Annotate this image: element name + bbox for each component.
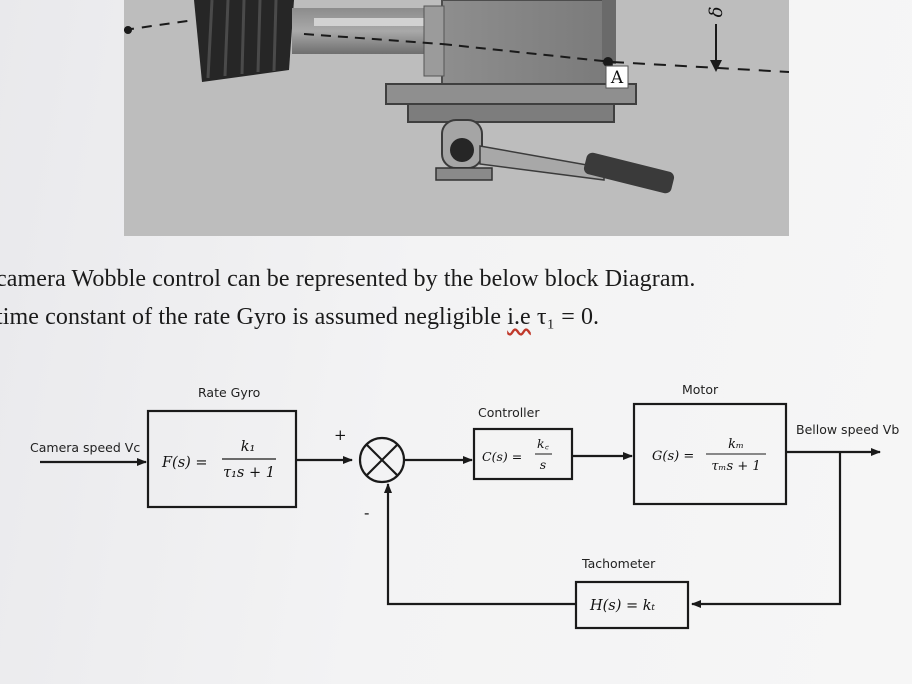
camera-mechanism-illustration: A δ — [124, 0, 789, 236]
motor-numerator: kₘ — [728, 437, 744, 452]
rate-gyro-lhs: F(s) = — [161, 455, 208, 471]
paragraph-line-2: time constant of the rate Gyro is assume… — [0, 304, 599, 331]
controller-numerator: k꜀ — [537, 436, 550, 451]
photo-marker-a: A — [610, 68, 624, 88]
motor-title: Motor — [682, 382, 719, 397]
sum-minus-sign: - — [364, 503, 369, 522]
controller-denominator: s — [540, 457, 546, 472]
block-diagram: Camera speed Vc Bellow speed Vb Rate Gyr… — [0, 370, 912, 684]
paragraph-line-1: camera Wobble control can be represented… — [0, 266, 695, 293]
sum-plus-sign: + — [334, 426, 347, 444]
motor-denominator: τₘs + 1 — [711, 459, 760, 474]
photo-delta-symbol: δ — [706, 7, 727, 18]
tachometer-expression: H(s) = kₜ — [589, 598, 656, 614]
controller-lhs: C(s) = — [482, 449, 522, 464]
rate-gyro-numerator: k₁ — [241, 439, 256, 455]
tachometer-title: Tachometer — [581, 556, 656, 571]
rate-gyro-title: Rate Gyro — [198, 385, 260, 400]
controller-title: Controller — [478, 405, 540, 420]
paragraph-ie-text: i.e — [507, 304, 531, 330]
rate-gyro-denominator: τ₁s + 1 — [223, 465, 275, 481]
input-label-camera-speed: Camera speed Vc — [30, 440, 140, 455]
motor-lhs: G(s) = — [652, 449, 694, 464]
output-label-bellow-speed: Bellow speed Vb — [796, 422, 899, 437]
feedback-to-sum-line — [388, 484, 576, 604]
paragraph-tau-equation: τ₁ = 0. — [531, 304, 599, 330]
paragraph-line-2-text: time constant of the rate Gyro is assume… — [0, 304, 507, 330]
feedback-to-tachometer-line — [692, 452, 840, 604]
camera-mechanism-photo: A δ — [124, 0, 789, 236]
